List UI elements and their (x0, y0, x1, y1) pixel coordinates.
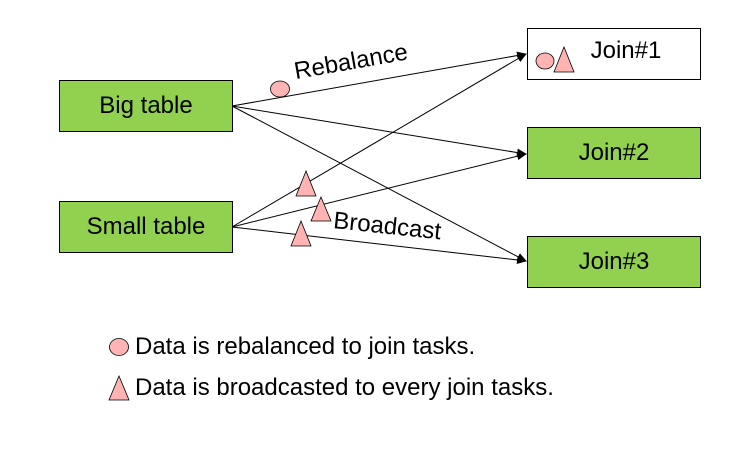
broadcast-edge-label: Broadcast (332, 207, 443, 246)
legend-broadcast-text: Data is broadcasted to every join tasks. (135, 374, 554, 401)
big-table-label: Big table (99, 92, 193, 119)
join3-node: Join#3 (527, 236, 701, 288)
join2-node: Join#2 (527, 127, 701, 179)
join2-label: Join#2 (578, 139, 650, 166)
broadcast-triangle-marker-join2 (310, 195, 332, 222)
big-table-node: Big table (59, 80, 233, 132)
rebalance-edge-label: Rebalance (292, 38, 410, 86)
legend-triangle-icon (108, 374, 130, 401)
small-table-label: Small table (86, 213, 206, 240)
edge-small-to-join1 (231, 53, 527, 228)
broadcast-triangle-marker-join3 (290, 219, 312, 247)
join3-label: Join#3 (578, 248, 650, 275)
join1-node: Join#1 (527, 28, 701, 80)
legend-item-broadcast: Data is broadcasted to every join tasks. (108, 374, 554, 402)
small-table-node: Small table (59, 201, 233, 253)
legend-item-rebalance: Data is rebalanced to join tasks. (108, 333, 475, 361)
rebalance-circle-marker (270, 80, 290, 98)
legend-rebalance-text: Data is rebalanced to join tasks. (135, 333, 476, 360)
edge-big-to-join2 (231, 105, 527, 157)
join1-label: Join#1 (590, 37, 662, 64)
broadcast-triangle-marker-join1 (295, 169, 317, 197)
legend-circle-icon (109, 338, 129, 356)
